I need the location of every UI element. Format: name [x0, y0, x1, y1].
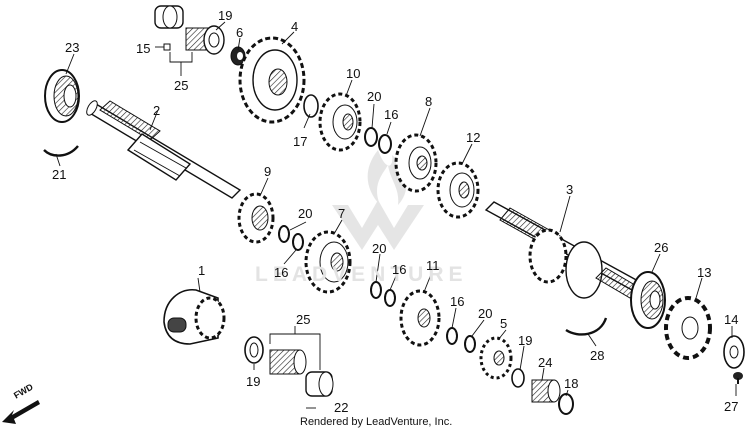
gear-9	[237, 192, 275, 244]
needle-bearing-24	[531, 379, 561, 403]
bolt-27	[733, 372, 743, 384]
gear-10	[318, 92, 362, 152]
washer-19-lower-right	[511, 368, 525, 388]
callout-16-lower: 16	[392, 262, 407, 277]
callout-2: 2	[153, 103, 161, 118]
callout-21: 21	[52, 167, 67, 182]
callout-13: 13	[697, 265, 712, 280]
callout-20-mid: 20	[298, 206, 313, 221]
fixing-plate-14	[723, 335, 745, 369]
callout-14: 14	[724, 312, 739, 327]
mainshaft	[86, 100, 242, 199]
callout-3: 3	[566, 182, 574, 197]
callout-8: 8	[425, 94, 433, 109]
circlip-20-bottom	[464, 335, 476, 353]
callout-27: 27	[724, 399, 739, 414]
gear-5	[479, 336, 513, 380]
callout-20-lower: 20	[372, 241, 387, 256]
callout-20-bottom: 20	[478, 306, 493, 321]
washer-16-lower	[384, 289, 396, 307]
callout-20-upper: 20	[367, 89, 382, 104]
circlip-21	[43, 145, 79, 157]
callout-11: 11	[426, 258, 440, 273]
callout-9: 9	[264, 164, 272, 179]
callout-4: 4	[291, 19, 299, 34]
washer-16-bottom	[446, 327, 458, 345]
callout-19-top: 19	[218, 8, 233, 23]
callout-24: 24	[538, 355, 553, 370]
callout-16-upper: 16	[384, 107, 399, 122]
bearing-23	[44, 69, 80, 123]
needle-bearing-bottom	[244, 336, 334, 397]
washer-17	[303, 94, 319, 118]
gear-8	[394, 133, 438, 193]
callout-25-top: 25	[174, 78, 189, 93]
callout-12: 12	[466, 130, 481, 145]
callout-1: 1	[198, 263, 206, 278]
sprocket-13	[664, 296, 712, 360]
circlip-28	[565, 317, 608, 336]
countershaft	[484, 201, 642, 299]
callout-7: 7	[338, 206, 346, 221]
callout-22: 22	[334, 400, 349, 415]
watermark-text: LEADVENTURE	[255, 263, 468, 286]
callout-15: 15	[136, 41, 151, 56]
footer-credit: Rendered by LeadVenture, Inc.	[300, 416, 453, 428]
callout-5: 5	[500, 316, 508, 331]
fwd-arrow	[2, 400, 40, 424]
callout-16-bottom: 16	[450, 294, 465, 309]
callout-28: 28	[590, 348, 605, 363]
washer-16-upper	[378, 134, 392, 154]
circlip-20-upper	[364, 127, 378, 147]
shift-drum-part-1	[163, 289, 226, 345]
gear-11	[399, 289, 441, 347]
callout-6: 6	[236, 25, 244, 40]
leader-lines	[55, 21, 737, 409]
callout-17: 17	[293, 134, 308, 149]
callout-19-bottom: 19	[246, 374, 261, 389]
callout-19-right: 19	[518, 333, 533, 348]
callout-26: 26	[654, 240, 669, 255]
bearing-26	[630, 271, 666, 329]
gear-4	[238, 36, 306, 124]
washer-16-mid	[292, 233, 304, 251]
gear-7	[304, 230, 352, 294]
callout-10: 10	[346, 66, 361, 81]
gear-12	[436, 161, 480, 219]
callout-16-mid: 16	[274, 265, 289, 280]
callout-23: 23	[65, 40, 80, 55]
callout-18: 18	[564, 376, 579, 391]
needle-bearing-top	[154, 5, 246, 66]
callout-25-bottom: 25	[296, 312, 311, 327]
washer-18	[558, 393, 574, 415]
circlip-20-mid	[278, 225, 290, 243]
